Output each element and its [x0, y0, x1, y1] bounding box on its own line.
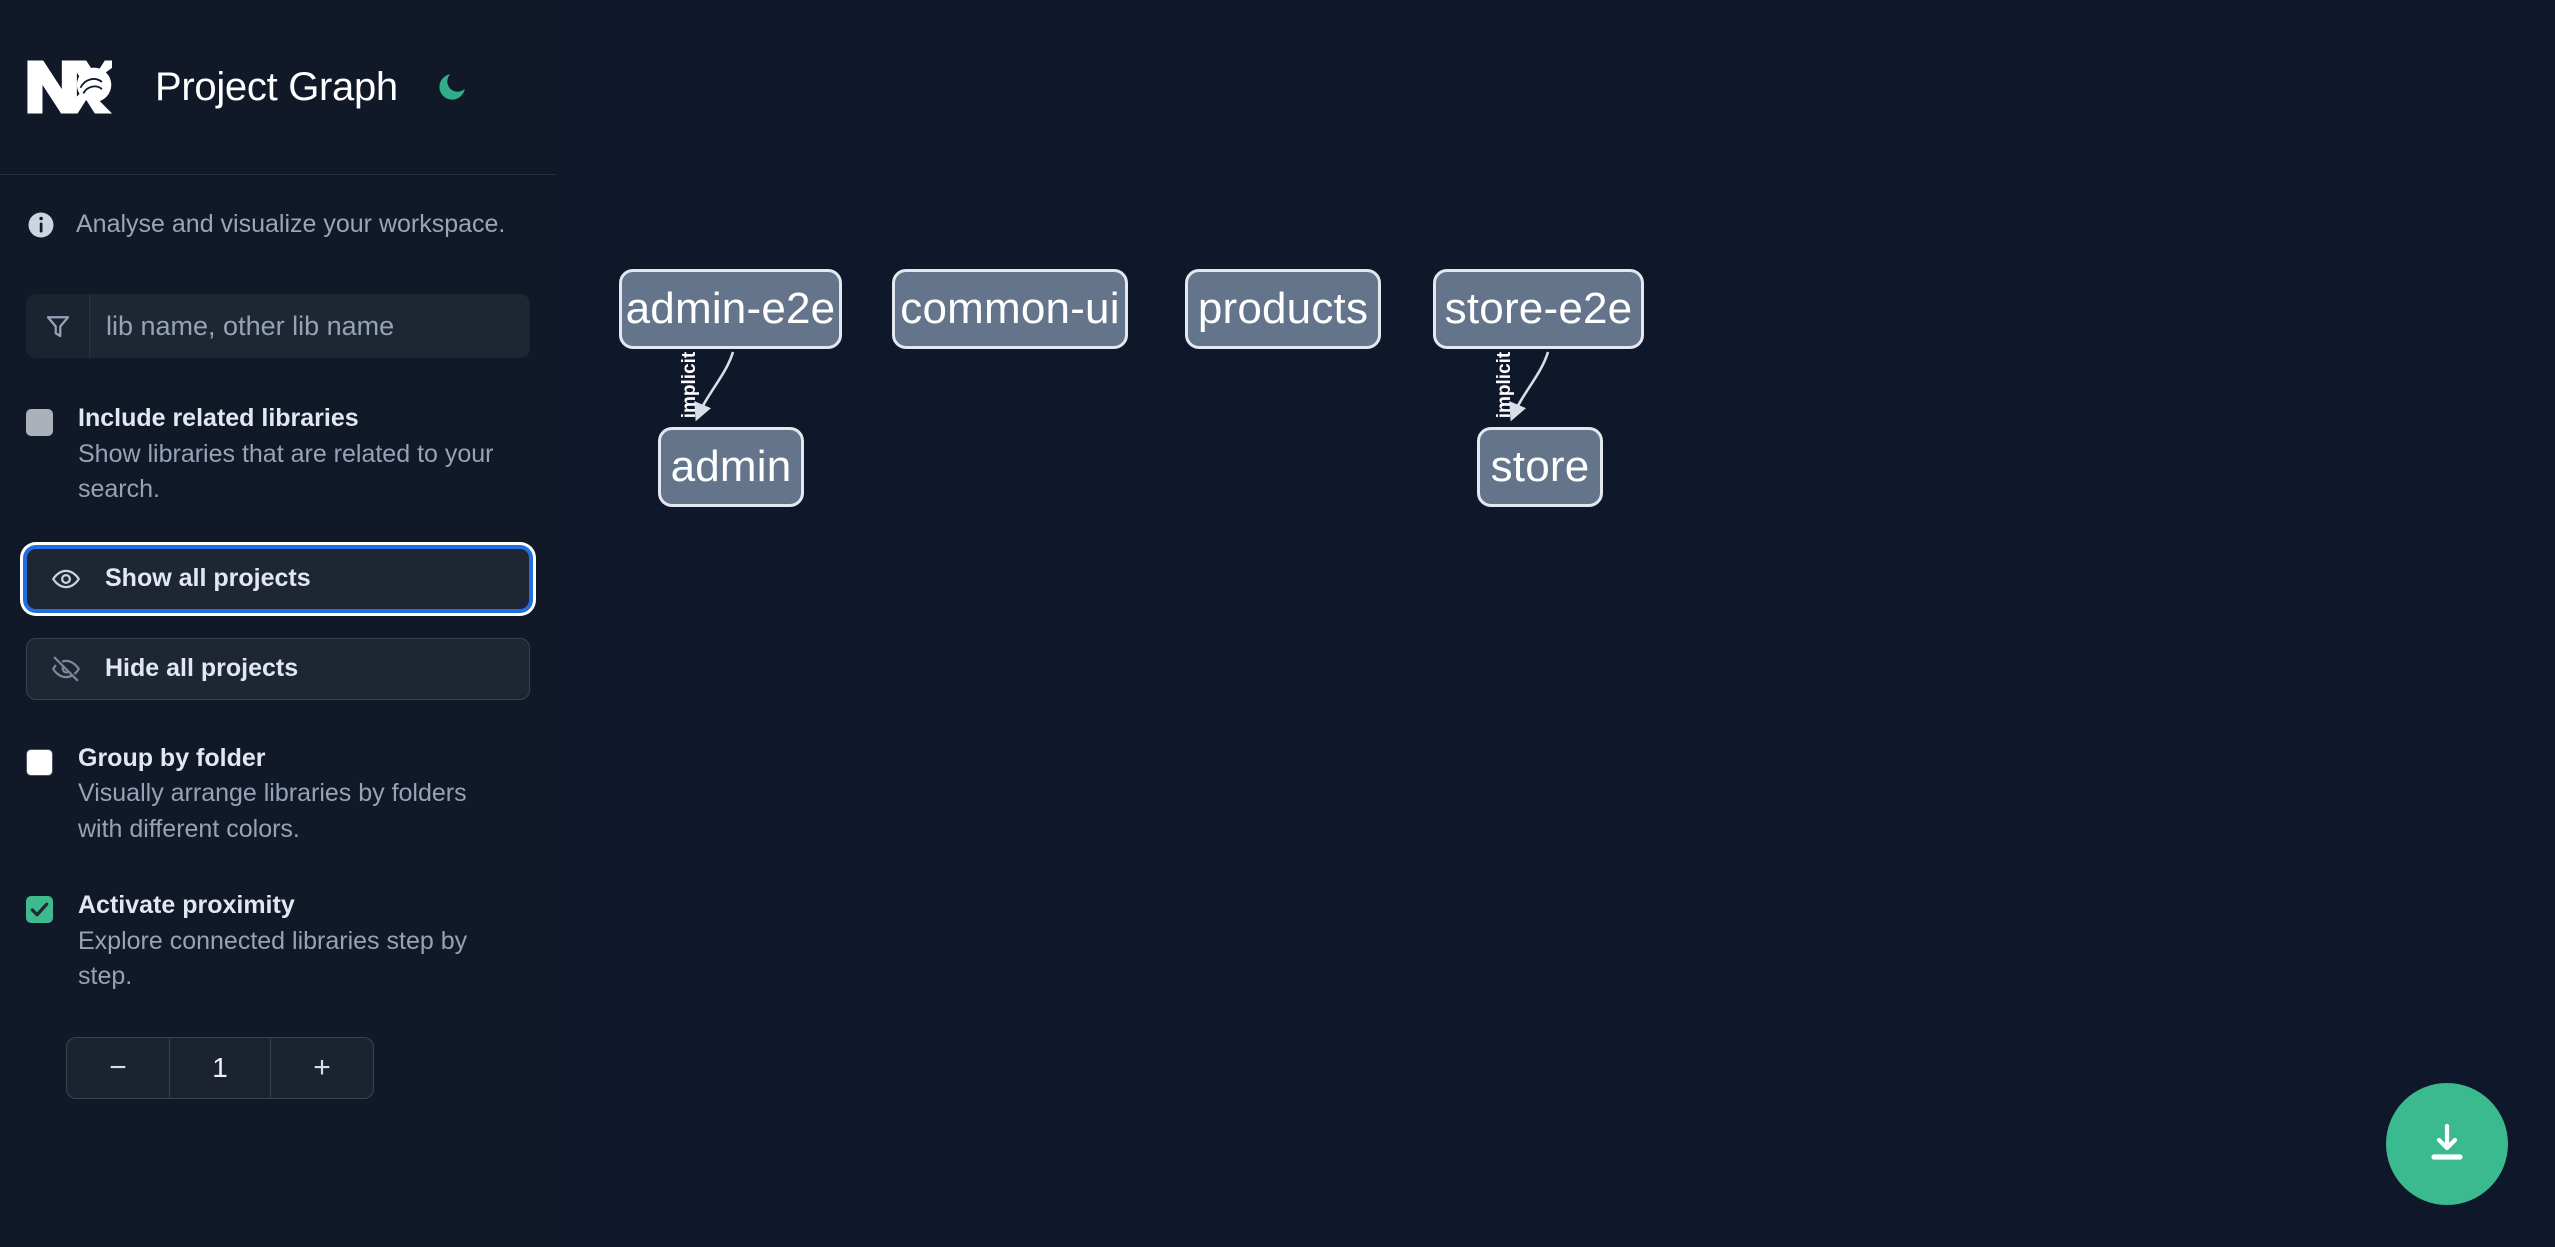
edge-label-implicit-store: implicit	[1494, 351, 1515, 418]
download-icon	[2423, 1119, 2471, 1170]
include-related-libraries-checkbox[interactable]	[26, 409, 53, 437]
proximity-stepper: − 1 +	[66, 1036, 374, 1099]
graph-edges: implicit implicit	[679, 351, 1550, 422]
edge-label-implicit-admin: implicit	[679, 351, 700, 418]
show-all-projects-button[interactable]: Show all projects	[26, 547, 530, 610]
info-icon	[26, 210, 56, 240]
filter-funnel-icon	[26, 294, 90, 359]
edge-admin-e2e-to-admin: implicit	[679, 351, 735, 422]
proximity-stepper-row: − 1 +	[0, 1036, 556, 1099]
graph-canvas[interactable]: implicit implicit admin-e2e common-ui pr…	[556, 0, 2555, 1247]
group-by-folder-checkbox[interactable]	[26, 748, 53, 776]
workspace-info: Analyse and visualize your workspace.	[0, 175, 556, 240]
filter-input-wrapper[interactable]	[26, 294, 530, 359]
search-input[interactable]	[90, 294, 530, 359]
include-related-libraries-description: Show libraries that are related to your …	[78, 439, 494, 504]
eye-icon	[49, 562, 83, 596]
proximity-value: 1	[169, 1037, 271, 1098]
include-related-libraries-label: Include related libraries	[78, 404, 359, 433]
nx-logo-icon	[26, 56, 123, 118]
group-by-folder-label: Group by folder	[78, 743, 266, 772]
graph-node-store-e2e[interactable]: store-e2e	[1433, 269, 1644, 349]
option-group-by-folder: Group by folder Visually arrange librari…	[0, 744, 556, 848]
filter-section	[0, 240, 556, 359]
eye-off-icon	[49, 652, 83, 686]
visibility-button-group: Show all projects Hide all projects	[0, 547, 556, 700]
group-by-folder-description: Visually arrange libraries by folders wi…	[78, 779, 467, 843]
workspace-info-text: Analyse and visualize your workspace.	[76, 210, 506, 238]
download-graph-button[interactable]	[2386, 1083, 2508, 1205]
edge-store-e2e-to-store: implicit	[1494, 351, 1550, 422]
graph-node-common-ui[interactable]: common-ui	[892, 269, 1128, 349]
sidebar-header: Project Graph	[0, 0, 556, 175]
moon-icon[interactable]	[430, 65, 474, 109]
activate-proximity-description: Explore connected libraries step by step…	[78, 926, 468, 991]
hide-all-projects-button[interactable]: Hide all projects	[26, 637, 530, 700]
activate-proximity-checkbox[interactable]	[26, 896, 53, 924]
proximity-increment-button[interactable]: +	[313, 1050, 331, 1084]
sidebar: Project Graph Analyse and visualize your…	[0, 0, 556, 1247]
graph-node-admin-e2e[interactable]: admin-e2e	[619, 269, 842, 349]
page-title: Project Graph	[155, 64, 398, 109]
graph-node-store[interactable]: store	[1477, 427, 1603, 507]
option-activate-proximity: Activate proximity Explore connected lib…	[0, 891, 556, 995]
graph-node-products[interactable]: products	[1185, 269, 1381, 349]
show-all-projects-label: Show all projects	[105, 564, 311, 593]
option-include-related-libraries: Include related libraries Show libraries…	[0, 404, 556, 508]
graph-node-admin[interactable]: admin	[658, 427, 804, 507]
hide-all-projects-label: Hide all projects	[105, 654, 299, 683]
proximity-decrement-button[interactable]: −	[109, 1050, 127, 1084]
activate-proximity-label: Activate proximity	[78, 891, 295, 920]
